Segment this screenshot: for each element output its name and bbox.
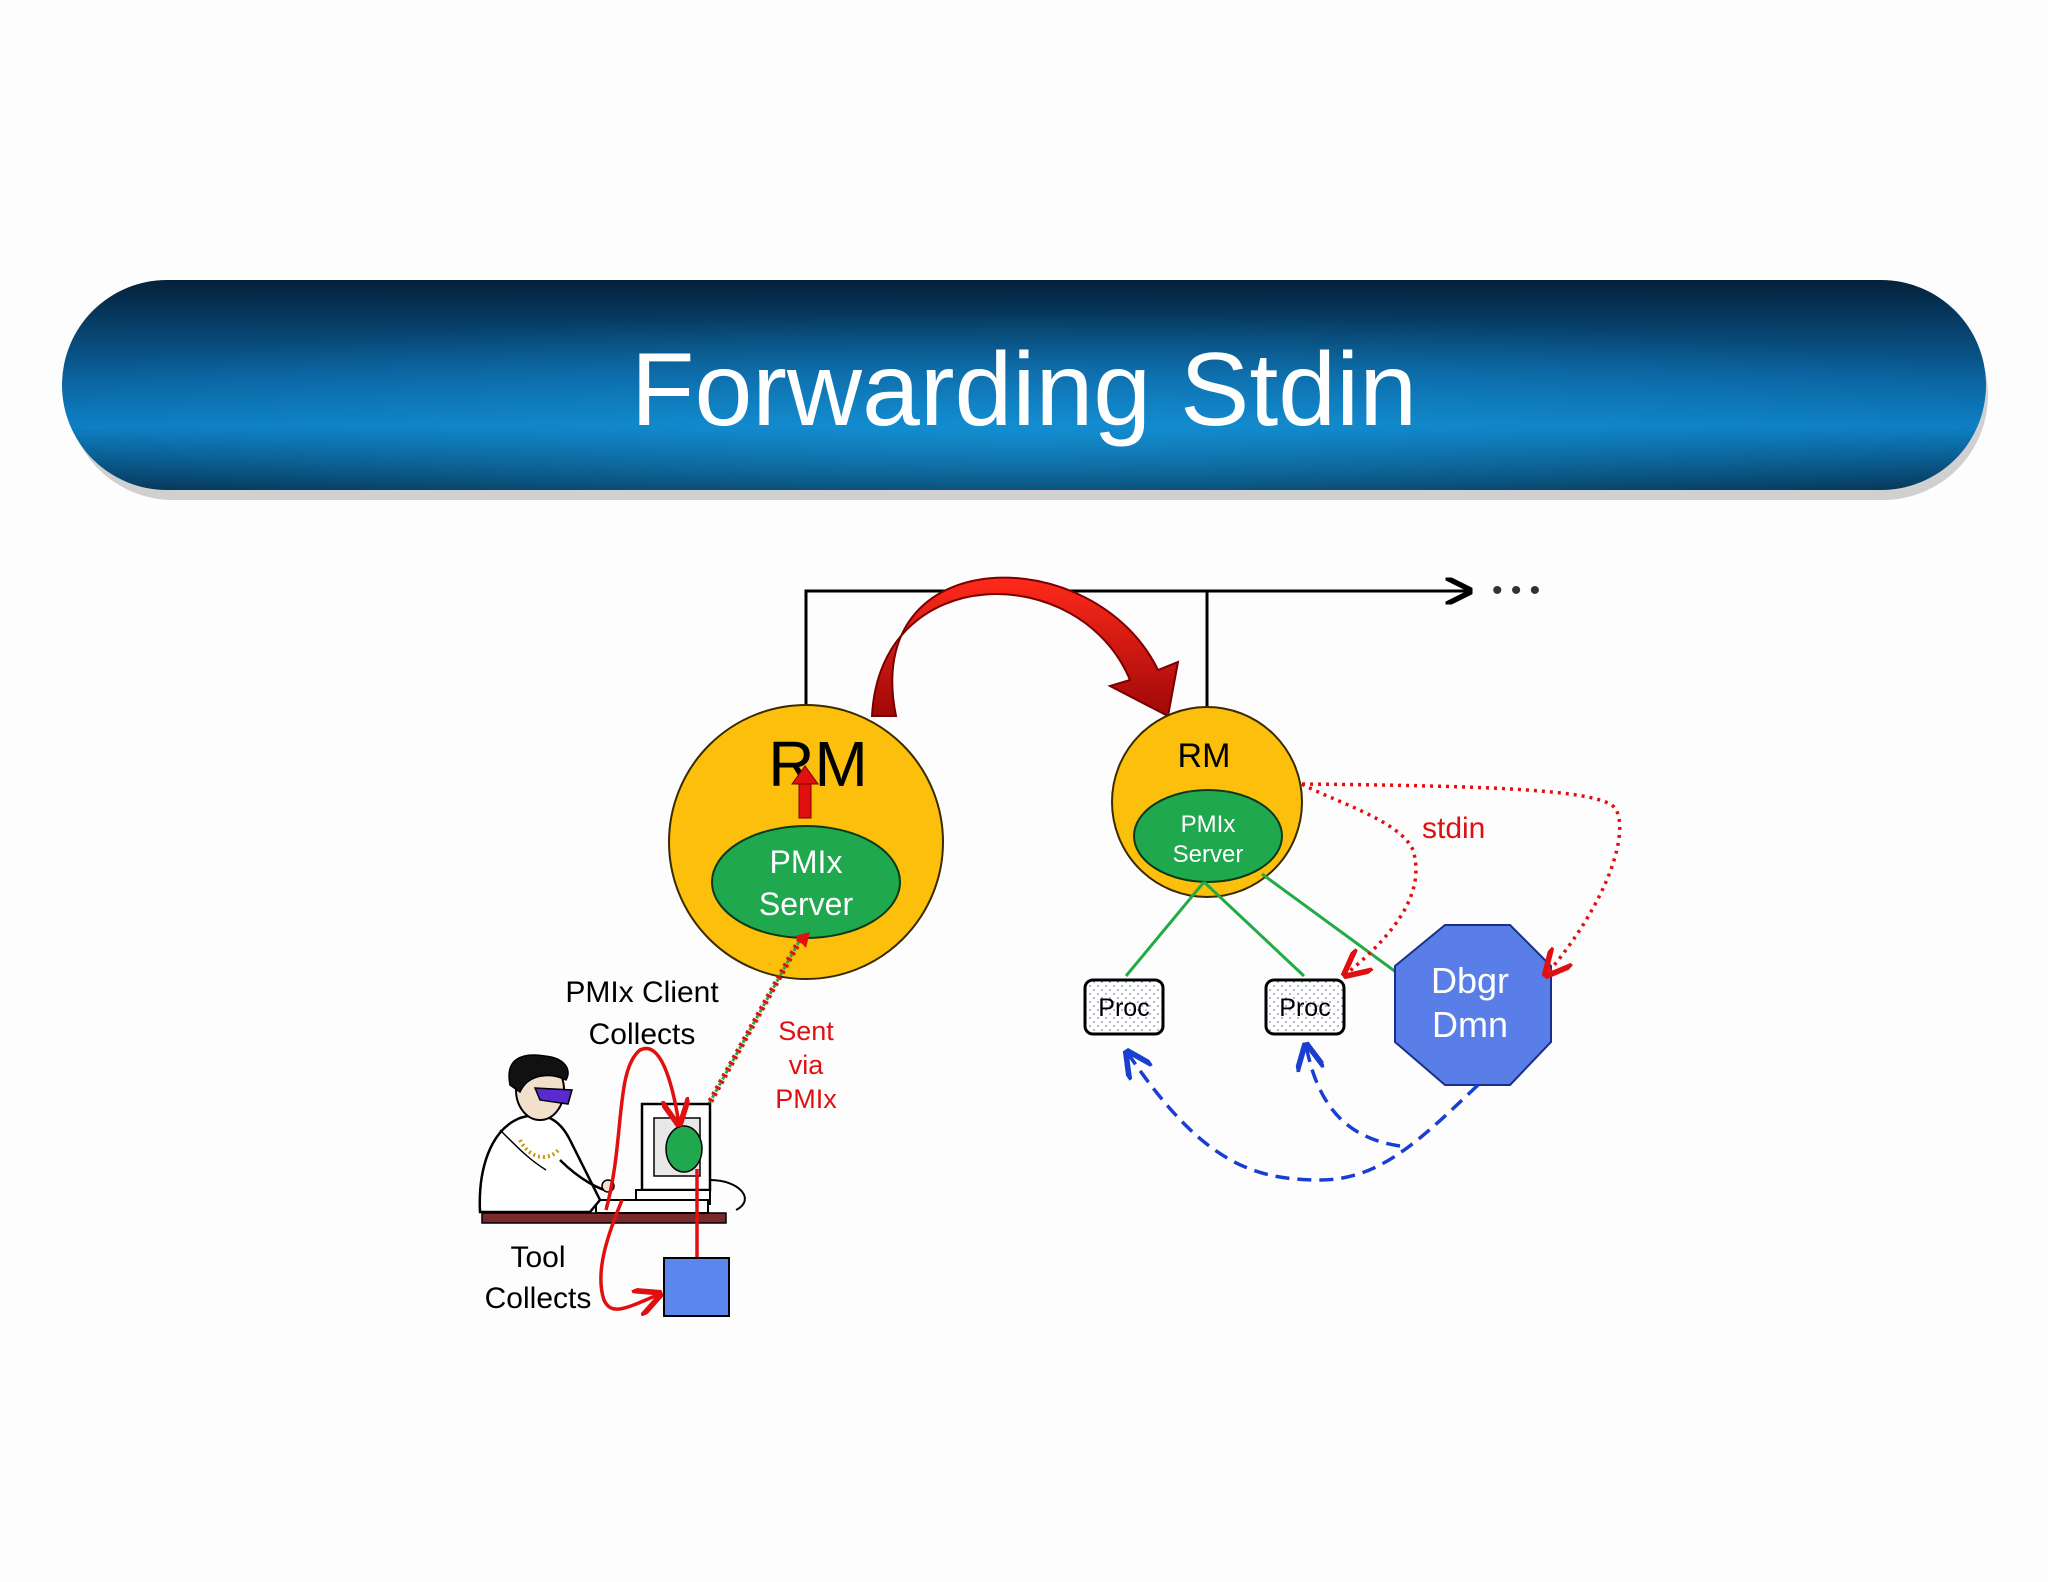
page-title: Forwarding Stdin bbox=[631, 332, 1417, 448]
continuation-dots: • • • bbox=[1492, 574, 1540, 607]
proc-1-label: Proc bbox=[1098, 994, 1149, 1022]
stdin-label: stdin bbox=[1422, 812, 1485, 845]
tool-box bbox=[663, 1257, 730, 1317]
sent-via-line1: Sent bbox=[778, 1016, 834, 1046]
client-collects-line2: Collects bbox=[589, 1018, 696, 1051]
forward-arrow bbox=[870, 576, 1180, 718]
stdin-flows bbox=[1301, 782, 1622, 975]
left-rm-node: RM PMIx Server bbox=[668, 704, 944, 980]
sent-via-pmix-link bbox=[687, 932, 810, 1140]
sent-via-line2: via bbox=[789, 1050, 824, 1080]
debugger-daemon-line1: Dbgr bbox=[1431, 960, 1509, 1001]
proc-1: Proc bbox=[1083, 978, 1165, 1036]
right-rm-label: RM bbox=[1178, 737, 1231, 775]
proc-2: Proc bbox=[1264, 978, 1346, 1036]
tool-collects-line1: Tool bbox=[510, 1241, 565, 1274]
title-banner: Forwarding Stdin bbox=[62, 280, 1988, 500]
debugger-daemon: Dbgr Dmn bbox=[1394, 924, 1552, 1086]
tool-collects-line2: Collects bbox=[485, 1282, 592, 1315]
client-collects-line1: PMIx Client bbox=[565, 976, 719, 1009]
client-collector-icon bbox=[665, 1125, 703, 1173]
right-rm-node: RM PMIx Server bbox=[1111, 706, 1303, 898]
sent-via-line3: PMIx bbox=[775, 1084, 837, 1114]
left-rm-up-arrow-shaft bbox=[798, 781, 812, 819]
right-pmix-server-line1: PMIx bbox=[1181, 811, 1236, 838]
server-proc-links bbox=[1124, 872, 1401, 978]
left-rm-up-arrow-head bbox=[791, 765, 819, 785]
right-pmix-server-line2: Server bbox=[1173, 841, 1244, 868]
left-rm-label: RM bbox=[768, 728, 868, 800]
debugger-return-flows bbox=[1127, 1045, 1480, 1182]
rm-interconnect: • • • bbox=[804, 574, 1540, 707]
proc-2-label: Proc bbox=[1279, 994, 1330, 1022]
tool-collect-loop bbox=[599, 1046, 699, 1309]
left-pmix-server-line1: PMIx bbox=[770, 844, 843, 880]
user-at-computer-illustration bbox=[478, 1054, 746, 1224]
right-pmix-server bbox=[1133, 789, 1283, 883]
debugger-daemon-line2: Dmn bbox=[1432, 1004, 1508, 1045]
left-pmix-server-line2: Server bbox=[759, 886, 854, 922]
